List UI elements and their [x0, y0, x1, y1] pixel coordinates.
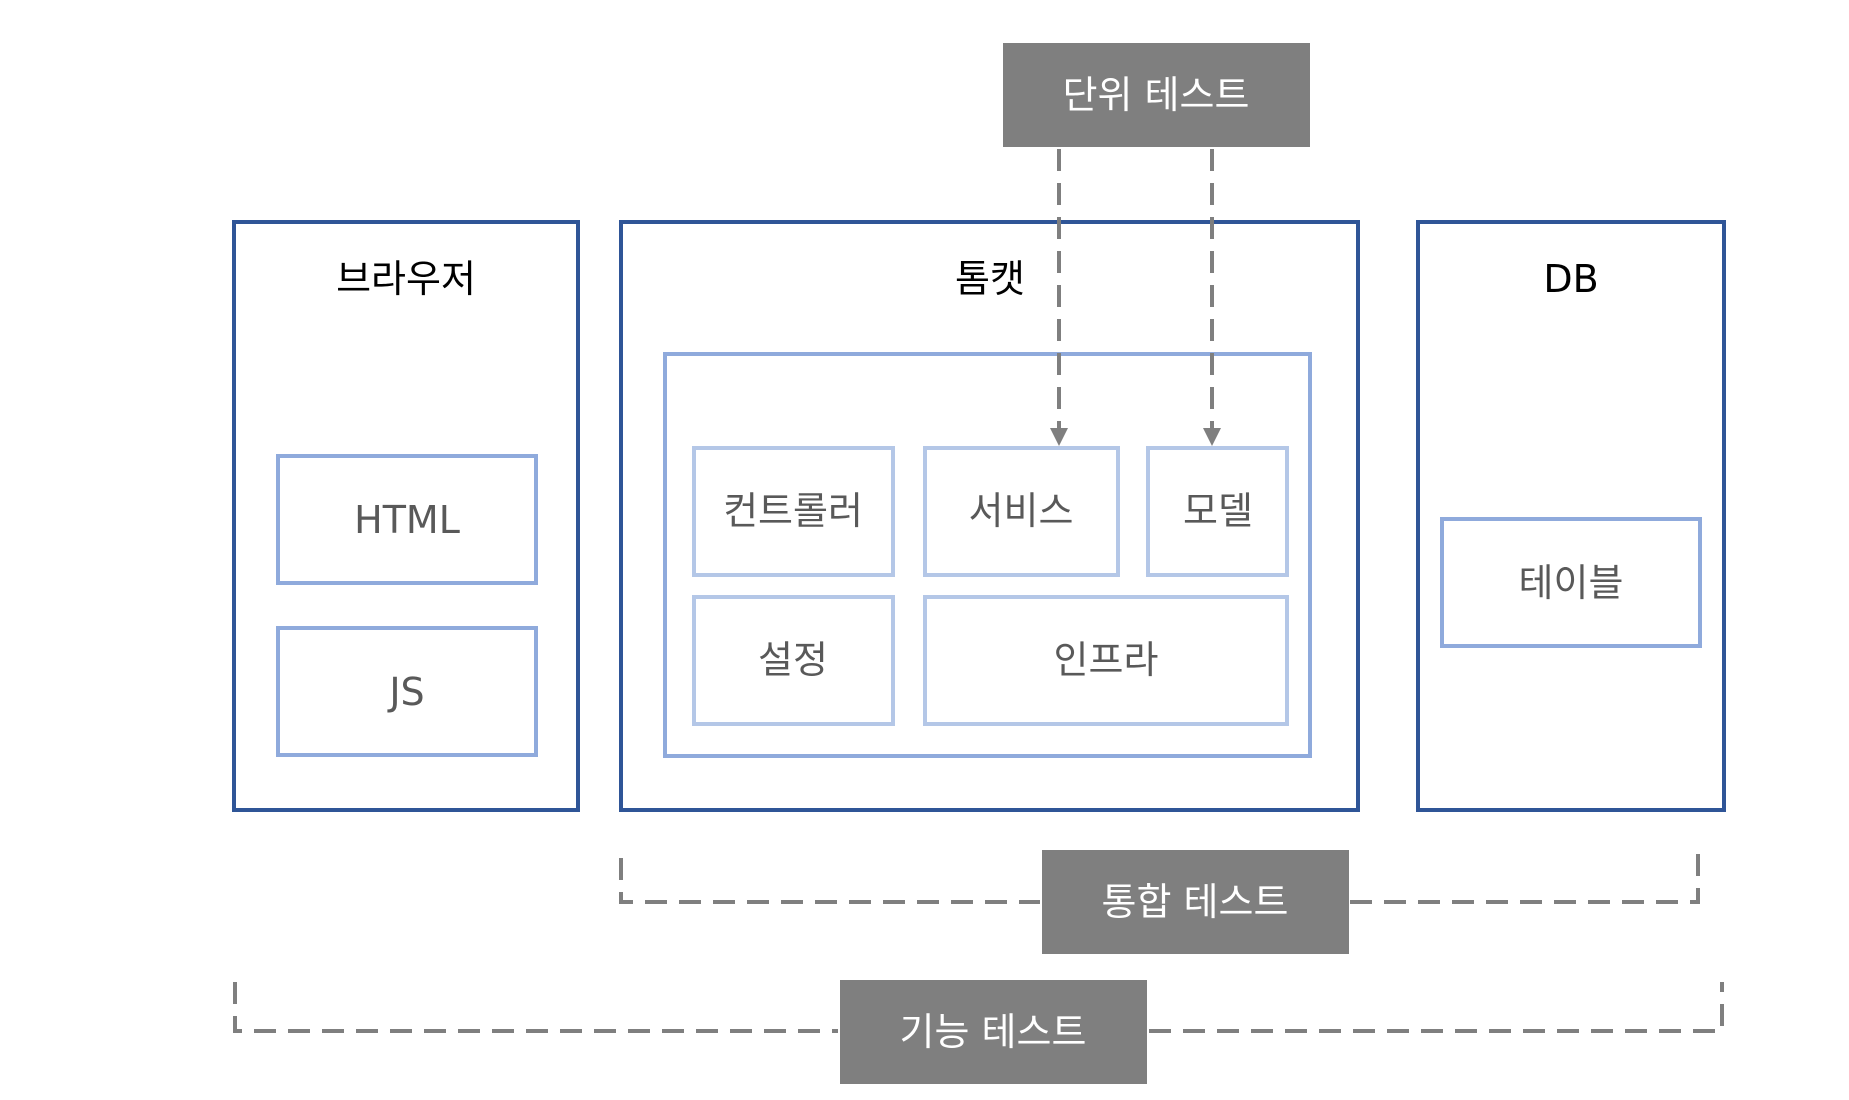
tomcat-app-box: [663, 352, 1312, 758]
html-label: HTML: [354, 498, 460, 542]
functional-test-text: 기능 테스트: [900, 1010, 1087, 1054]
arrow-head-service-icon: [1050, 428, 1068, 446]
service-box: [923, 446, 1120, 577]
config-label: 설정: [758, 638, 828, 682]
browser-container: 브라우저 HTML JS: [232, 220, 580, 812]
unit-test-arrows: [1050, 149, 1221, 446]
integration-test-scope: 통합 테스트: [619, 850, 1700, 954]
functional-bracket-left: [233, 982, 838, 1033]
functional-test-scope: 기능 테스트: [233, 980, 1724, 1084]
html-box: [276, 454, 538, 585]
browser-box: [232, 220, 580, 812]
db-box: [1416, 220, 1726, 812]
arrow-head-model-icon: [1203, 428, 1221, 446]
browser-title: 브라우저: [336, 257, 476, 301]
tomcat-title: 톰캣: [955, 257, 1025, 301]
unit-test-label: 단위 테스트: [1003, 43, 1310, 147]
infra-label: 인프라: [1054, 638, 1159, 682]
functional-bracket-right: [1149, 982, 1724, 1033]
unit-test-text: 단위 테스트: [1063, 73, 1250, 117]
table-box: [1440, 517, 1702, 648]
model-box: [1146, 446, 1289, 577]
js-label: JS: [387, 670, 424, 714]
table-label: 테이블: [1519, 561, 1624, 605]
db-title: DB: [1543, 257, 1598, 301]
config-box: [692, 595, 895, 726]
infra-box: [923, 595, 1289, 726]
integration-bracket-left: [619, 858, 1040, 904]
functional-test-box: [840, 980, 1147, 1084]
unit-test-box: [1003, 43, 1310, 147]
db-container: DB 테이블: [1416, 220, 1726, 812]
service-label: 서비스: [969, 489, 1074, 533]
tomcat-box: [619, 220, 1360, 812]
js-box: [276, 626, 538, 757]
controller-box: [692, 446, 895, 577]
controller-label: 컨트롤러: [723, 489, 863, 533]
integration-bracket-right: [1350, 852, 1700, 904]
integration-test-text: 통합 테스트: [1102, 880, 1289, 924]
tomcat-container: 톰캣 컨트롤러 서비스 모델 설정 인프라: [619, 220, 1360, 812]
integration-test-box: [1042, 850, 1349, 954]
model-label: 모델: [1183, 489, 1253, 533]
